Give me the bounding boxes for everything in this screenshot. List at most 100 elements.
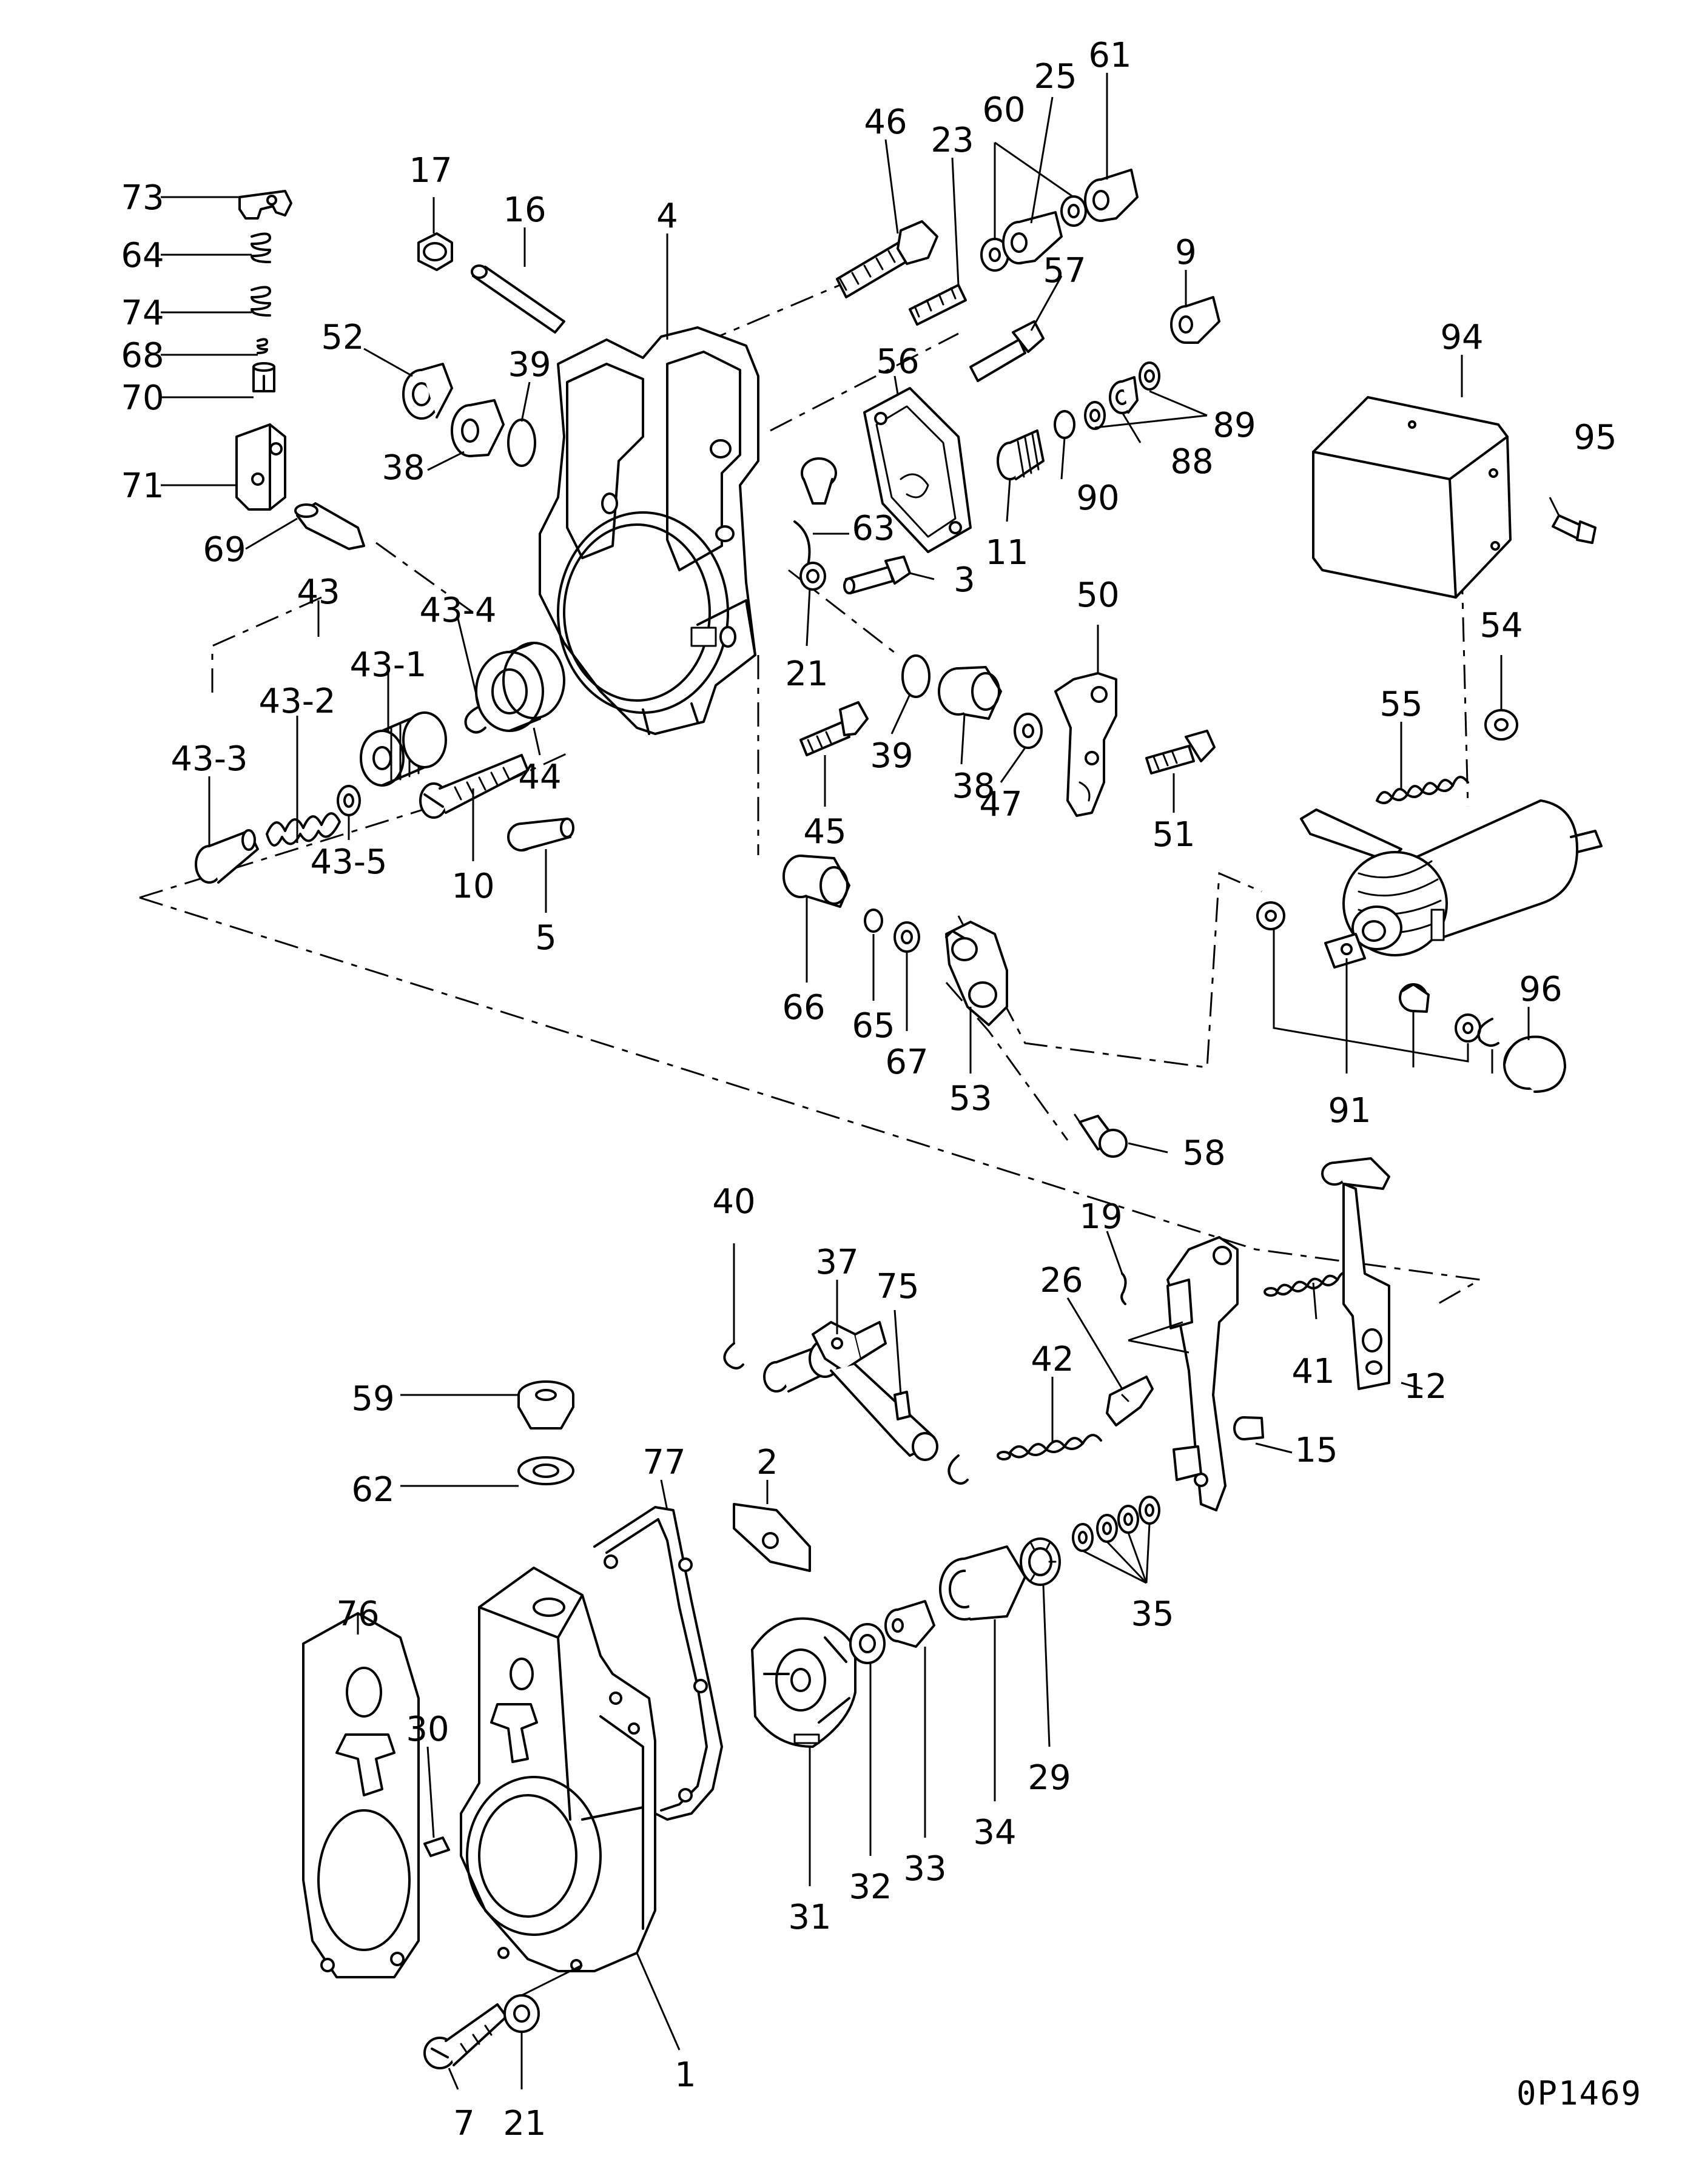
part-88-nut bbox=[1109, 376, 1139, 414]
part-screw-housing bbox=[801, 457, 837, 505]
part-64-spring bbox=[251, 232, 271, 263]
callout-19: 19 bbox=[1079, 1197, 1122, 1237]
callout-32: 32 bbox=[849, 1867, 892, 1907]
callout-56: 56 bbox=[876, 342, 919, 381]
callout-59: 59 bbox=[351, 1379, 394, 1419]
part-90-oring bbox=[1054, 410, 1075, 439]
callout-35: 35 bbox=[1131, 1594, 1174, 1634]
callout-65: 65 bbox=[852, 1006, 895, 1046]
part-65-oring bbox=[864, 909, 883, 933]
part-32-washer bbox=[849, 1623, 886, 1664]
callout-54: 54 bbox=[1479, 606, 1523, 645]
part-3-bolt bbox=[843, 556, 911, 594]
part-57-bolt bbox=[969, 320, 1045, 382]
part-50-bracket bbox=[1054, 672, 1117, 817]
part-76-gasket bbox=[302, 1612, 420, 1978]
callout-74: 74 bbox=[121, 294, 164, 333]
callout-95: 95 bbox=[1573, 418, 1617, 457]
part-21b-nut bbox=[503, 1994, 540, 2033]
part-29-bearing bbox=[1020, 1537, 1061, 1586]
part-94-cover bbox=[1312, 396, 1512, 599]
callout-1: 1 bbox=[675, 2055, 696, 2095]
part-15-pin bbox=[1233, 1416, 1264, 1440]
part-solenoid-body bbox=[1300, 799, 1603, 969]
part-66-plug bbox=[782, 855, 850, 908]
part-67-washer bbox=[893, 921, 920, 953]
part-61-nut bbox=[1084, 169, 1139, 222]
part-c-clip-lower bbox=[947, 1454, 969, 1485]
callout-9: 9 bbox=[1175, 233, 1197, 272]
part-10-screw bbox=[419, 754, 529, 819]
part-96-cap bbox=[1503, 1035, 1566, 1093]
callout-10: 10 bbox=[451, 867, 494, 906]
callout-15: 15 bbox=[1294, 1431, 1338, 1470]
callout-63: 63 bbox=[852, 509, 895, 548]
callout-3: 3 bbox=[954, 560, 975, 600]
part-59-plug bbox=[517, 1380, 574, 1430]
part-33-sleeve bbox=[884, 1600, 935, 1648]
callout-60: 60 bbox=[982, 90, 1025, 130]
part-44-bushing bbox=[475, 642, 565, 732]
part-56-cover-plate bbox=[863, 387, 972, 553]
callout-43-1: 43-1 bbox=[349, 645, 426, 685]
callout-55: 55 bbox=[1379, 685, 1422, 724]
part-solenoid-sleeve bbox=[1399, 983, 1430, 1013]
part-7-bolt bbox=[423, 2003, 508, 2069]
part-63-clip bbox=[793, 520, 811, 571]
part-solenoid-clip bbox=[1477, 1018, 1499, 1047]
part-16-pin bbox=[471, 264, 565, 334]
callout-30: 30 bbox=[406, 1710, 449, 1749]
part-62-washer bbox=[517, 1456, 574, 1485]
callout-25: 25 bbox=[1034, 57, 1077, 96]
callout-11: 11 bbox=[985, 533, 1028, 573]
part-38b-plug bbox=[938, 666, 1002, 720]
callout-12: 12 bbox=[1404, 1367, 1447, 1406]
part-75-pin bbox=[893, 1391, 911, 1420]
part-19-spring-wire bbox=[1120, 1272, 1127, 1305]
callout-51: 51 bbox=[1152, 815, 1195, 855]
callout-43-4: 43-4 bbox=[419, 591, 496, 630]
part-73-clip bbox=[238, 190, 292, 220]
callout-43-5: 43-5 bbox=[310, 842, 387, 882]
callout-64: 64 bbox=[121, 236, 164, 275]
callout-66: 66 bbox=[782, 988, 825, 1027]
part-lever-plate-center bbox=[1166, 1236, 1239, 1511]
part-26-plate bbox=[1106, 1376, 1154, 1426]
part-68-spring-small bbox=[257, 338, 268, 354]
callout-41: 41 bbox=[1291, 1352, 1334, 1391]
callout-43-2: 43-2 bbox=[258, 682, 335, 721]
callout-77: 77 bbox=[642, 1443, 685, 1482]
part-42-spring bbox=[997, 1434, 1102, 1460]
callout-39: 39 bbox=[508, 345, 551, 385]
callout-43: 43 bbox=[297, 573, 340, 612]
callout-17: 17 bbox=[409, 151, 452, 190]
part-43-4-clip bbox=[464, 705, 486, 734]
callout-90: 90 bbox=[1076, 479, 1119, 518]
callout-38: 38 bbox=[382, 448, 425, 488]
callout-38: 38 bbox=[952, 767, 995, 806]
callout-96: 96 bbox=[1519, 970, 1562, 1009]
part-solenoid-washer-b bbox=[1455, 1013, 1481, 1043]
part-34-bushing bbox=[939, 1545, 1026, 1621]
part-5-bolt bbox=[507, 818, 574, 852]
callout-21: 21 bbox=[785, 654, 828, 694]
callout-67: 67 bbox=[885, 1043, 928, 1082]
callout-88: 88 bbox=[1170, 442, 1213, 482]
part-17-plug bbox=[417, 232, 453, 271]
callout-71: 71 bbox=[121, 466, 164, 506]
part-31-weight-holder bbox=[751, 1617, 856, 1748]
part-43-1-sleeve bbox=[360, 711, 447, 787]
part-41-spring bbox=[1264, 1271, 1351, 1297]
part-30-key bbox=[423, 1836, 450, 1857]
part-89-washer-b bbox=[1084, 401, 1106, 430]
callout-44: 44 bbox=[518, 758, 561, 797]
part-45-bolt bbox=[799, 701, 869, 756]
callout-52: 52 bbox=[321, 318, 364, 357]
callout-5: 5 bbox=[535, 918, 557, 958]
part-69-pin bbox=[294, 502, 365, 550]
callout-40: 40 bbox=[712, 1182, 755, 1221]
callout-31: 31 bbox=[788, 1898, 831, 1937]
part-39a-oring bbox=[507, 418, 536, 467]
part-23-stud bbox=[909, 284, 967, 326]
